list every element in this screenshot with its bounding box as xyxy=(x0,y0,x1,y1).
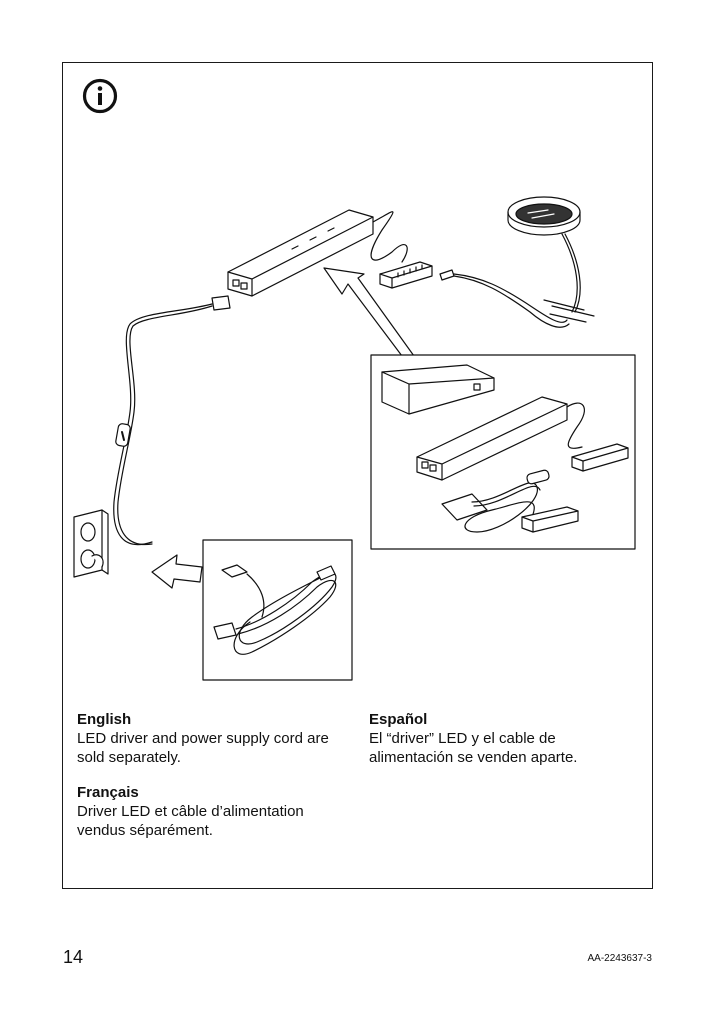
connector-block-icon xyxy=(379,261,433,289)
ceiling-spotlight-icon xyxy=(507,196,595,323)
language-heading: Français xyxy=(77,784,139,801)
language-text: LED driver and power supply cord are sol… xyxy=(77,730,329,766)
page-number: 14 xyxy=(63,947,84,967)
text-block-french: Français Driver LED et câble d’alimentat… xyxy=(77,783,347,840)
inset-power-cord xyxy=(202,539,353,681)
language-text: El “driver” LED y el cable de alimentaci… xyxy=(369,730,578,766)
text-block-english: English LED driver and power supply cord… xyxy=(77,710,347,767)
power-cord-icon xyxy=(113,295,231,546)
inset-driver-kit xyxy=(370,354,636,550)
info-circle-icon xyxy=(82,78,118,114)
language-heading: English xyxy=(77,711,132,728)
language-text: Driver LED et câble d’alimentation vendu… xyxy=(77,803,304,839)
product-illustration xyxy=(73,196,636,681)
wall-socket-icon xyxy=(73,509,109,578)
document-id: AA-2243637-3 xyxy=(587,953,653,964)
content-frame xyxy=(62,62,653,889)
led-driver-icon xyxy=(227,209,374,297)
language-heading: Español xyxy=(369,711,428,728)
text-block-spanish: Español El “driver” LED y el cable de al… xyxy=(369,710,639,767)
